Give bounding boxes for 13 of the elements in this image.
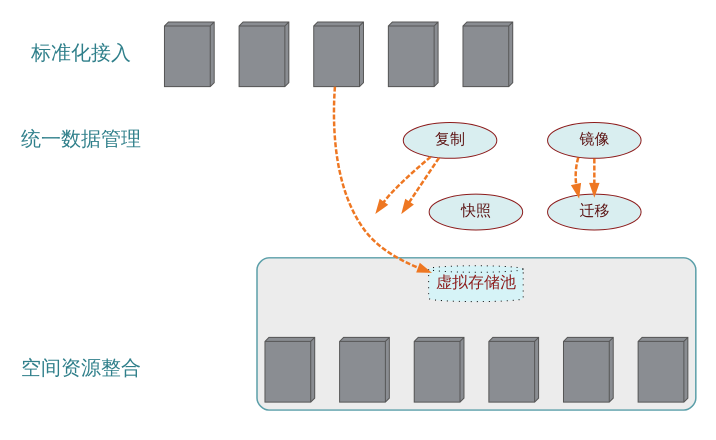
node-ellipse: 快照: [428, 194, 524, 230]
arrow: [332, 86, 432, 273]
node-ellipse: 镜像: [547, 122, 642, 159]
label: 统一数据管理: [20, 127, 141, 150]
arrow: [589, 158, 600, 198]
node-ellipse: 迁移: [547, 194, 642, 230]
node-ellipse: 复制: [402, 122, 498, 159]
label: 空间资源整合: [20, 356, 141, 380]
label: 标准化接入: [30, 41, 131, 64]
arrow: [375, 156, 432, 214]
arrow: [570, 157, 582, 199]
cluster: [256, 257, 697, 411]
arrow: [401, 157, 440, 214]
